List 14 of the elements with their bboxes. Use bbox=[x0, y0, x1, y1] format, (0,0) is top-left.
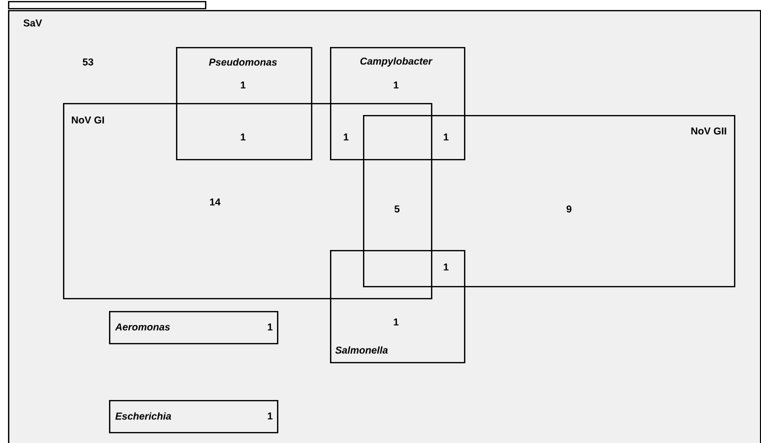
count-label: 1 bbox=[240, 82, 246, 88]
count-label: 5 bbox=[394, 206, 400, 212]
count-label: 1 bbox=[240, 134, 246, 140]
count-label: 1 bbox=[444, 264, 448, 270]
box bbox=[8, 1, 206, 10]
set-box: Aeromonas 1 bbox=[109, 311, 278, 344]
set-box: Escherichia 1 bbox=[109, 400, 278, 434]
count-label: 1 bbox=[394, 318, 398, 326]
count-label: 53 bbox=[82, 58, 94, 66]
count-label: 1 bbox=[344, 134, 348, 140]
count-label: 1 bbox=[394, 82, 398, 88]
count-label: 1 bbox=[444, 134, 448, 140]
count-label: 9 bbox=[566, 205, 572, 213]
count-label: 14 bbox=[210, 198, 220, 206]
